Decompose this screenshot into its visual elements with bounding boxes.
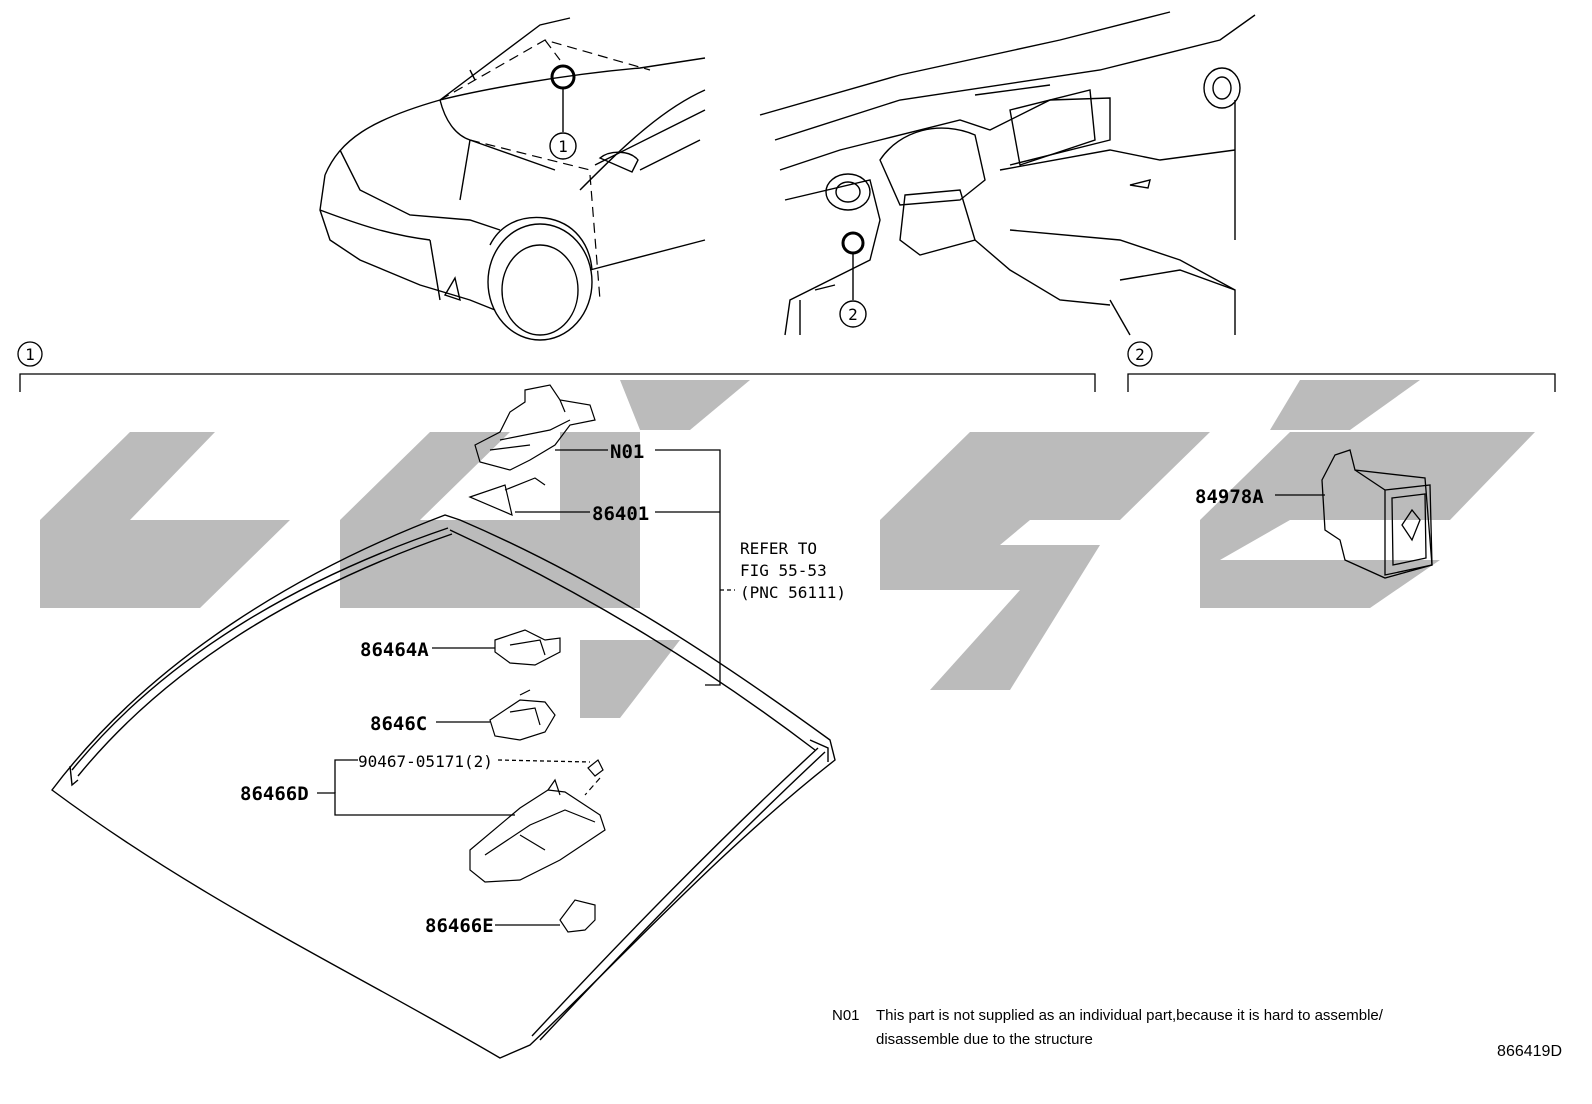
car-exterior-dashed (439, 39, 651, 301)
part-90467-clip (584, 759, 604, 796)
svg-text:(PNC 56111): (PNC 56111) (740, 583, 846, 602)
label-86466d: 86466D (240, 783, 309, 805)
section-2-header: 2 (1127, 341, 1556, 392)
label-90467-05171: 90467-05171(2) (358, 752, 493, 771)
refer-note: REFER TO FIG 55-53 (PNC 56111) (740, 539, 846, 602)
svg-text:FIG 55-53: FIG 55-53 (740, 561, 827, 580)
figure-id: 866419D (1497, 1043, 1562, 1060)
footnote-code: N01 (832, 1007, 860, 1024)
label-86401: 86401 (592, 503, 649, 525)
svg-text:REFER TO: REFER TO (740, 539, 817, 558)
location-marker-2 (841, 231, 865, 255)
part-86401-sensor (468, 477, 546, 517)
dashboard-illustration (759, 11, 1256, 336)
part-86466d-cover (469, 778, 606, 883)
footnote-text-line2: disassemble due to the structure (876, 1031, 1093, 1048)
label-8646c: 8646C (370, 713, 427, 735)
label-n01: N01 (610, 441, 644, 463)
label-84978a: 84978A (1195, 486, 1264, 508)
part-8646c-bracket (489, 689, 556, 741)
footnote-text-line1: This part is not supplied as an individu… (876, 1007, 1383, 1024)
svg-text:2: 2 (848, 305, 858, 324)
part-84978a-switch (1321, 449, 1433, 579)
svg-text:1: 1 (25, 345, 35, 364)
callout-circle-2-top: 2 (839, 300, 867, 328)
callout-circle-1-top: 1 (549, 132, 577, 160)
leader-lines (317, 449, 1325, 926)
part-86464a-bracket (494, 629, 561, 666)
car-exterior-illustration (319, 17, 706, 341)
label-86464a: 86464A (360, 639, 429, 661)
windshield-glass (51, 514, 836, 1059)
label-86466e: 86466E (425, 915, 494, 937)
svg-text:2: 2 (1135, 345, 1145, 364)
part-86466e-clip (559, 899, 596, 933)
section-1-header: 1 (17, 341, 1096, 392)
watermark (40, 380, 1535, 718)
part-n01-bracket (474, 384, 596, 471)
svg-text:1: 1 (558, 137, 568, 156)
